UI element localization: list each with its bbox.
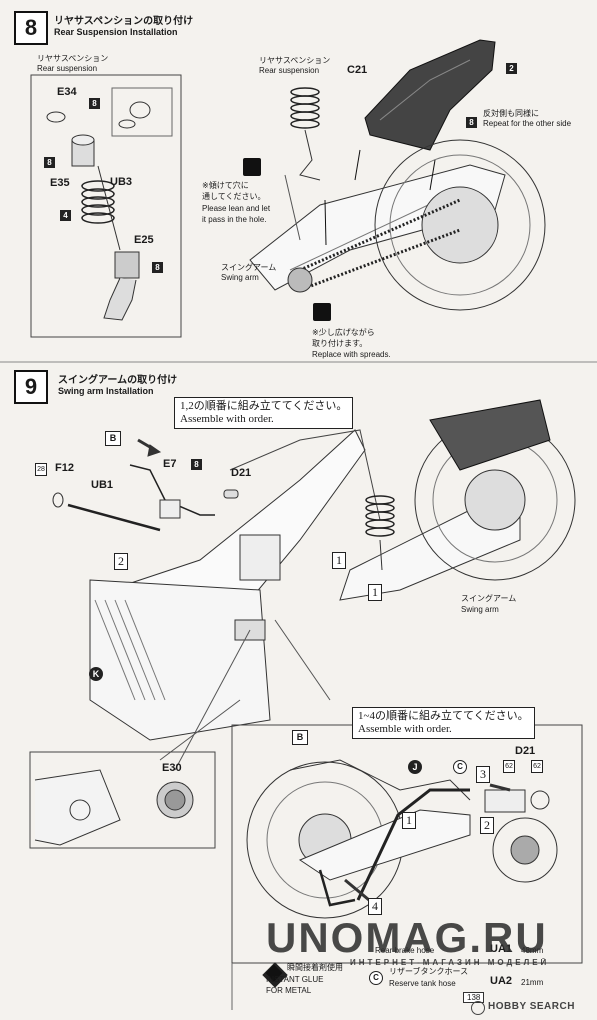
sequence-2: 2 — [114, 553, 128, 570]
glue-note-jp: 瞬間接着剤使用 — [287, 963, 343, 972]
order-note-1-2-jp: 1,2の順番に組み立ててください。 — [180, 400, 348, 412]
part-box-2: 2 — [506, 63, 517, 74]
part-e35: E35 — [50, 177, 70, 189]
reserve-hose-label-jp: リザーブタンクホース — [389, 967, 469, 976]
part-box-e7: 8 — [191, 459, 202, 470]
step-8-title-jp: リヤサスペンションの取り付け — [54, 16, 194, 27]
spread-note-jp-1: ※少し広げながら — [312, 328, 375, 337]
part-e7: E7 — [163, 458, 177, 470]
part-f12: F12 — [55, 462, 74, 474]
step-9-number: 9 — [14, 370, 48, 404]
ref-b-label: B — [105, 431, 121, 446]
glue-note-en-1: INSTANT GLUE — [266, 975, 324, 984]
lean-note-en-2: it pass in the hole. — [202, 215, 267, 224]
sequence-1b: 1 — [368, 584, 382, 601]
ref-k-marker: K — [89, 667, 103, 681]
ua2-length: 21mm — [521, 978, 544, 987]
ua1-length: 48mm — [521, 946, 544, 955]
main-suspension-label-jp: リヤサスペンション — [259, 56, 331, 65]
part-ua1: UA1 — [490, 943, 513, 955]
spread-note-jp-2: 取り付けます。 — [312, 339, 368, 348]
brake-hose-label: Rear brake hose — [375, 946, 435, 955]
spread-note-en: Replace with spreads. — [312, 350, 391, 359]
part-e30: E30 — [162, 762, 182, 774]
part-box-62a: 62 — [503, 760, 515, 773]
lean-note-en-1: Please lean and let — [202, 204, 271, 213]
part-d21-detail: D21 — [515, 745, 536, 757]
reserve-hose-label-en: Reserve tank hose — [389, 979, 456, 988]
swing-arm-label-en: Swing arm — [221, 273, 259, 282]
part-e34: E34 — [57, 86, 77, 98]
main-suspension-label-en: Rear suspension — [259, 66, 320, 75]
part-ua2: UA2 — [490, 975, 513, 987]
step-8-number: 8 — [14, 11, 48, 45]
part-ub3: UB3 — [110, 176, 133, 188]
order-note-1-4: 1~4の順番に組み立ててください。 Assemble with order. — [352, 707, 535, 739]
legend-c-marker: C — [369, 971, 383, 985]
repeat-note-en: Repeat for the other side — [483, 119, 572, 128]
step-9-title-jp: スイングアームの取り付け — [58, 375, 178, 386]
detail-sequence-2: 2 — [480, 817, 494, 834]
part-box-e35: 8 — [44, 157, 55, 168]
part-box-28: 28 — [35, 463, 47, 476]
tool-icon-spread — [313, 303, 331, 321]
part-box-8: 8 — [466, 117, 477, 128]
swing-arm-label-jp: スイングアーム — [221, 263, 277, 272]
hobby-search-logo-icon — [471, 1001, 485, 1015]
tool-icon-lean — [243, 158, 261, 176]
ref-c-marker: C — [453, 760, 467, 774]
part-box-62b: 62 — [531, 760, 543, 773]
lean-note-jp-2: 通してください。 — [202, 192, 266, 201]
ref-j-marker: J — [408, 760, 422, 774]
repeat-note-jp: 反対側も同様に — [483, 109, 539, 118]
inset-suspension-label-en: Rear suspension — [37, 64, 98, 73]
part-box-ub3: 4 — [60, 210, 71, 221]
part-ub1: UB1 — [91, 479, 114, 491]
step-8-title-en: Rear Suspension Installation — [54, 27, 178, 37]
step-9-title-en: Swing arm Installation — [58, 386, 154, 396]
lean-note-jp-1: ※傾けて穴に — [202, 181, 249, 190]
detail-sequence-3: 3 — [476, 766, 490, 783]
sequence-1: 1 — [332, 552, 346, 569]
order-note-1-4-jp: 1~4の順番に組み立ててください。 — [358, 710, 529, 722]
inset-suspension-label-jp: リヤサスペンション — [37, 54, 109, 63]
detail-b-label: B — [292, 730, 308, 745]
part-c21: C21 — [347, 64, 368, 76]
order-note-1-4-en: Assemble with order. — [358, 723, 452, 735]
part-e25: E25 — [134, 234, 154, 246]
part-d21: D21 — [231, 467, 252, 479]
watermark-subtitle: ИНТЕРНЕТ-МАГАЗИН МОДЕЛЕЙ — [350, 958, 550, 967]
glue-note-en-2: FOR METAL — [266, 986, 312, 995]
detail-sequence-4: 4 — [368, 898, 382, 915]
order-note-1-2-en: Assemble with order. — [180, 413, 274, 425]
watermark-hobby-search: HOBBY SEARCH — [488, 1001, 575, 1012]
part-box-e25: 8 — [152, 262, 163, 273]
part-box-e34: 8 — [89, 98, 100, 109]
swing-arm-9-label-en: Swing arm — [461, 605, 499, 614]
swing-arm-9-label-jp: スイングアーム — [461, 594, 517, 603]
order-note-1-2: 1,2の順番に組み立ててください。 Assemble with order. — [174, 397, 354, 429]
detail-sequence-1: 1 — [402, 812, 416, 829]
watermark-unomag: UNOMAG.RU — [266, 914, 548, 961]
